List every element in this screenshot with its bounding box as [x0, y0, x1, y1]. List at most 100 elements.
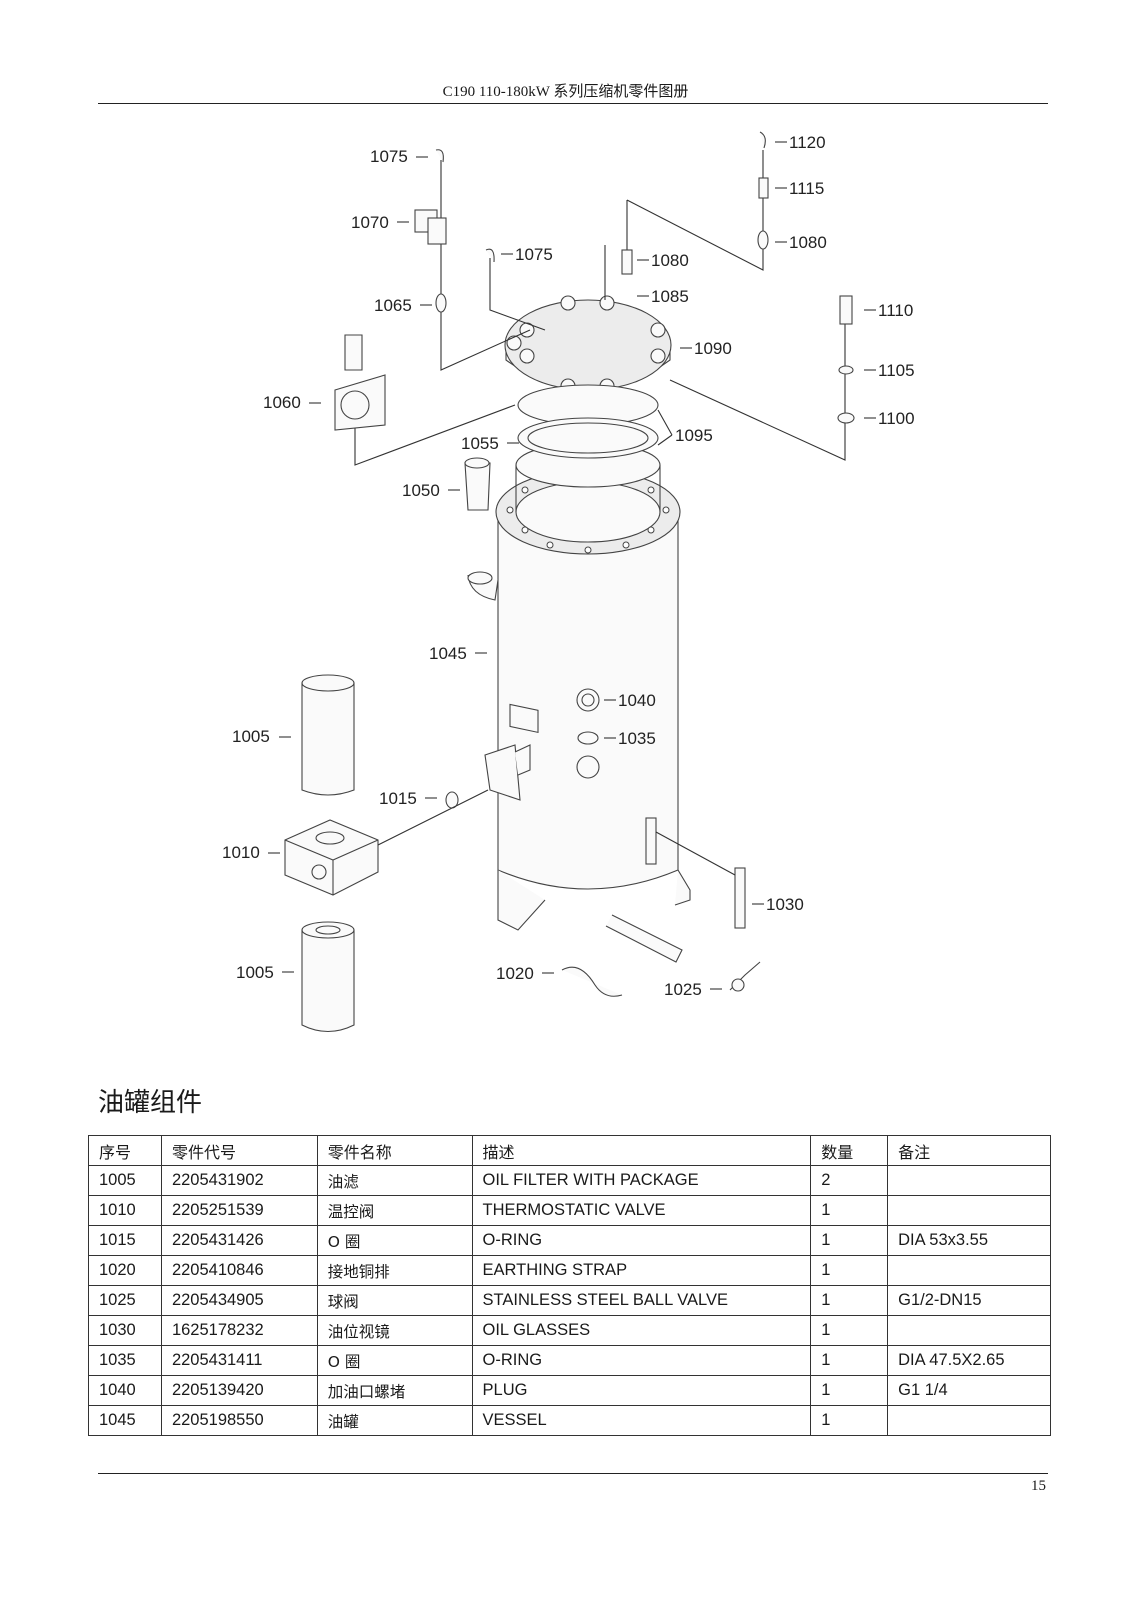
cell-desc: OIL GLASSES: [471, 1315, 812, 1346]
cell-no: 1025: [88, 1285, 162, 1316]
cell-code: 2205431426: [160, 1225, 318, 1256]
callout-1045: 1045: [429, 644, 467, 663]
cell-no: 1040: [88, 1375, 162, 1406]
cell-code: 2205251539: [160, 1195, 318, 1226]
callout-1100: 1100: [878, 409, 915, 428]
cell-qty: 1: [810, 1195, 889, 1226]
table-header-row: 序号 零件代号 零件名称 描述 数量 备注: [88, 1135, 1051, 1166]
cell-name: 油罐: [316, 1405, 473, 1436]
vessel-drawing: [467, 442, 746, 963]
callout-1060: 1060: [263, 393, 301, 412]
header-rule: [98, 103, 1048, 104]
callout-1080b: 1080: [789, 233, 827, 252]
table-row: 1015 2205431426 O 圈 O-RING 1 DIA 53x3.55: [88, 1225, 1051, 1256]
cell-name: 加油口螺堵: [316, 1375, 473, 1406]
table-row: 1045 2205198550 油罐 VESSEL 1: [88, 1405, 1051, 1436]
callout-1040: 1040: [618, 691, 656, 710]
cell-name: 油滤: [316, 1165, 473, 1196]
cell-name: 接地铜排: [316, 1255, 473, 1286]
cell-qty: 1: [810, 1255, 889, 1286]
cell-name: O 圈: [316, 1345, 473, 1376]
cell-note: [887, 1405, 1051, 1436]
callout-1095: 1095: [675, 426, 713, 445]
table-row: 1020 2205410846 接地铜排 EARTHING STRAP 1: [88, 1255, 1051, 1286]
cell-note: DIA 47.5X2.65: [887, 1345, 1051, 1376]
cell-note: G1/2-DN15: [887, 1285, 1051, 1316]
callout-1085: 1085: [651, 287, 689, 306]
cell-code: 2205139420: [160, 1375, 318, 1406]
cell-note: [887, 1315, 1051, 1346]
cell-qty: 1: [810, 1315, 889, 1346]
callout-1110: 1110: [878, 301, 913, 320]
piping-drawing: [334, 131, 855, 511]
header-qty: 数量: [810, 1135, 889, 1166]
cell-code: 2205198550: [160, 1405, 318, 1436]
callout-1050: 1050: [402, 481, 440, 500]
cell-note: [887, 1195, 1051, 1226]
callout-1015: 1015: [379, 789, 417, 808]
callout-1035: 1035: [618, 729, 656, 748]
cell-no: 1045: [88, 1405, 162, 1436]
callout-labels: 1075 1070 1065 1060 1055 1050 1045 1005 …: [222, 133, 915, 999]
cell-qty: 1: [810, 1405, 889, 1436]
cell-name: 温控阀: [316, 1195, 473, 1226]
table-row: 1035 2205431411 O 圈 O-RING 1 DIA 47.5X2.…: [88, 1345, 1051, 1376]
table-row: 1005 2205431902 油滤 OIL FILTER WITH PACKA…: [88, 1165, 1051, 1196]
cell-no: 1035: [88, 1345, 162, 1376]
page-number: 15: [1031, 1478, 1046, 1494]
footer-rule: [98, 1473, 1048, 1474]
cell-no: 1020: [88, 1255, 162, 1286]
cell-desc: VESSEL: [471, 1405, 812, 1436]
callout-1075b: 1075: [515, 245, 553, 264]
cell-desc: STAINLESS STEEL BALL VALVE: [471, 1285, 812, 1316]
callout-1010: 1010: [222, 843, 260, 862]
callout-1115: 1115: [789, 179, 824, 198]
cell-qty: 1: [810, 1375, 889, 1406]
cell-name: 油位视镜: [316, 1315, 473, 1346]
table-row: 1040 2205139420 加油口螺堵 PLUG 1 G1 1/4: [88, 1375, 1051, 1406]
header-note: 备注: [887, 1135, 1051, 1166]
callout-1075a: 1075: [370, 147, 408, 166]
table-row: 1030 1625178232 油位视镜 OIL GLASSES 1: [88, 1315, 1051, 1346]
header-code: 零件代号: [160, 1135, 318, 1166]
callout-1005b: 1005: [236, 963, 274, 982]
table-row: 1025 2205434905 球阀 STAINLESS STEEL BALL …: [88, 1285, 1051, 1316]
cell-note: DIA 53x3.55: [887, 1225, 1051, 1256]
cell-name: 球阀: [316, 1285, 473, 1316]
callout-1120: 1120: [789, 133, 826, 152]
cell-qty: 2: [810, 1165, 889, 1196]
cell-code: 2205431411: [160, 1345, 318, 1376]
callout-1105: 1105: [878, 361, 915, 380]
header-no: 序号: [88, 1135, 162, 1166]
cell-desc: O-RING: [471, 1225, 812, 1256]
cell-no: 1015: [88, 1225, 162, 1256]
cell-name: O 圈: [316, 1225, 473, 1256]
section-title: 油罐组件: [98, 1088, 203, 1118]
cell-code: 2205434905: [160, 1285, 318, 1316]
callout-1070: 1070: [351, 213, 389, 232]
cell-desc: OIL FILTER WITH PACKAGE: [471, 1165, 812, 1196]
cell-desc: EARTHING STRAP: [471, 1255, 812, 1286]
cell-note: [887, 1255, 1051, 1286]
cell-desc: THERMOSTATIC VALVE: [471, 1195, 812, 1226]
exploded-diagram: 1075 1070 1065 1060 1055 1050 1045 1005 …: [222, 131, 915, 1033]
cell-no: 1030: [88, 1315, 162, 1346]
callout-1090: 1090: [694, 339, 732, 358]
cell-qty: 1: [810, 1345, 889, 1376]
callout-1030: 1030: [766, 895, 804, 914]
cover-drawing: [504, 295, 672, 459]
cell-note: G1 1/4: [887, 1375, 1051, 1406]
filter-drawing: [284, 674, 761, 1033]
header-desc: 描述: [471, 1135, 812, 1166]
callout-1020: 1020: [496, 964, 534, 983]
header-name: 零件名称: [316, 1135, 473, 1166]
parts-table: 序号 零件代号 零件名称 描述 数量 备注 1005 2205431902 油滤…: [88, 1135, 1051, 1436]
cell-qty: 1: [810, 1285, 889, 1316]
cell-no: 1005: [88, 1165, 162, 1196]
callout-1055: 1055: [461, 434, 499, 453]
cell-note: [887, 1165, 1051, 1196]
callout-1065: 1065: [374, 296, 412, 315]
callout-1005a: 1005: [232, 727, 270, 746]
cell-code: 2205410846: [160, 1255, 318, 1286]
page-header: C190 110-180kW 系列压缩机零件图册: [442, 84, 689, 100]
